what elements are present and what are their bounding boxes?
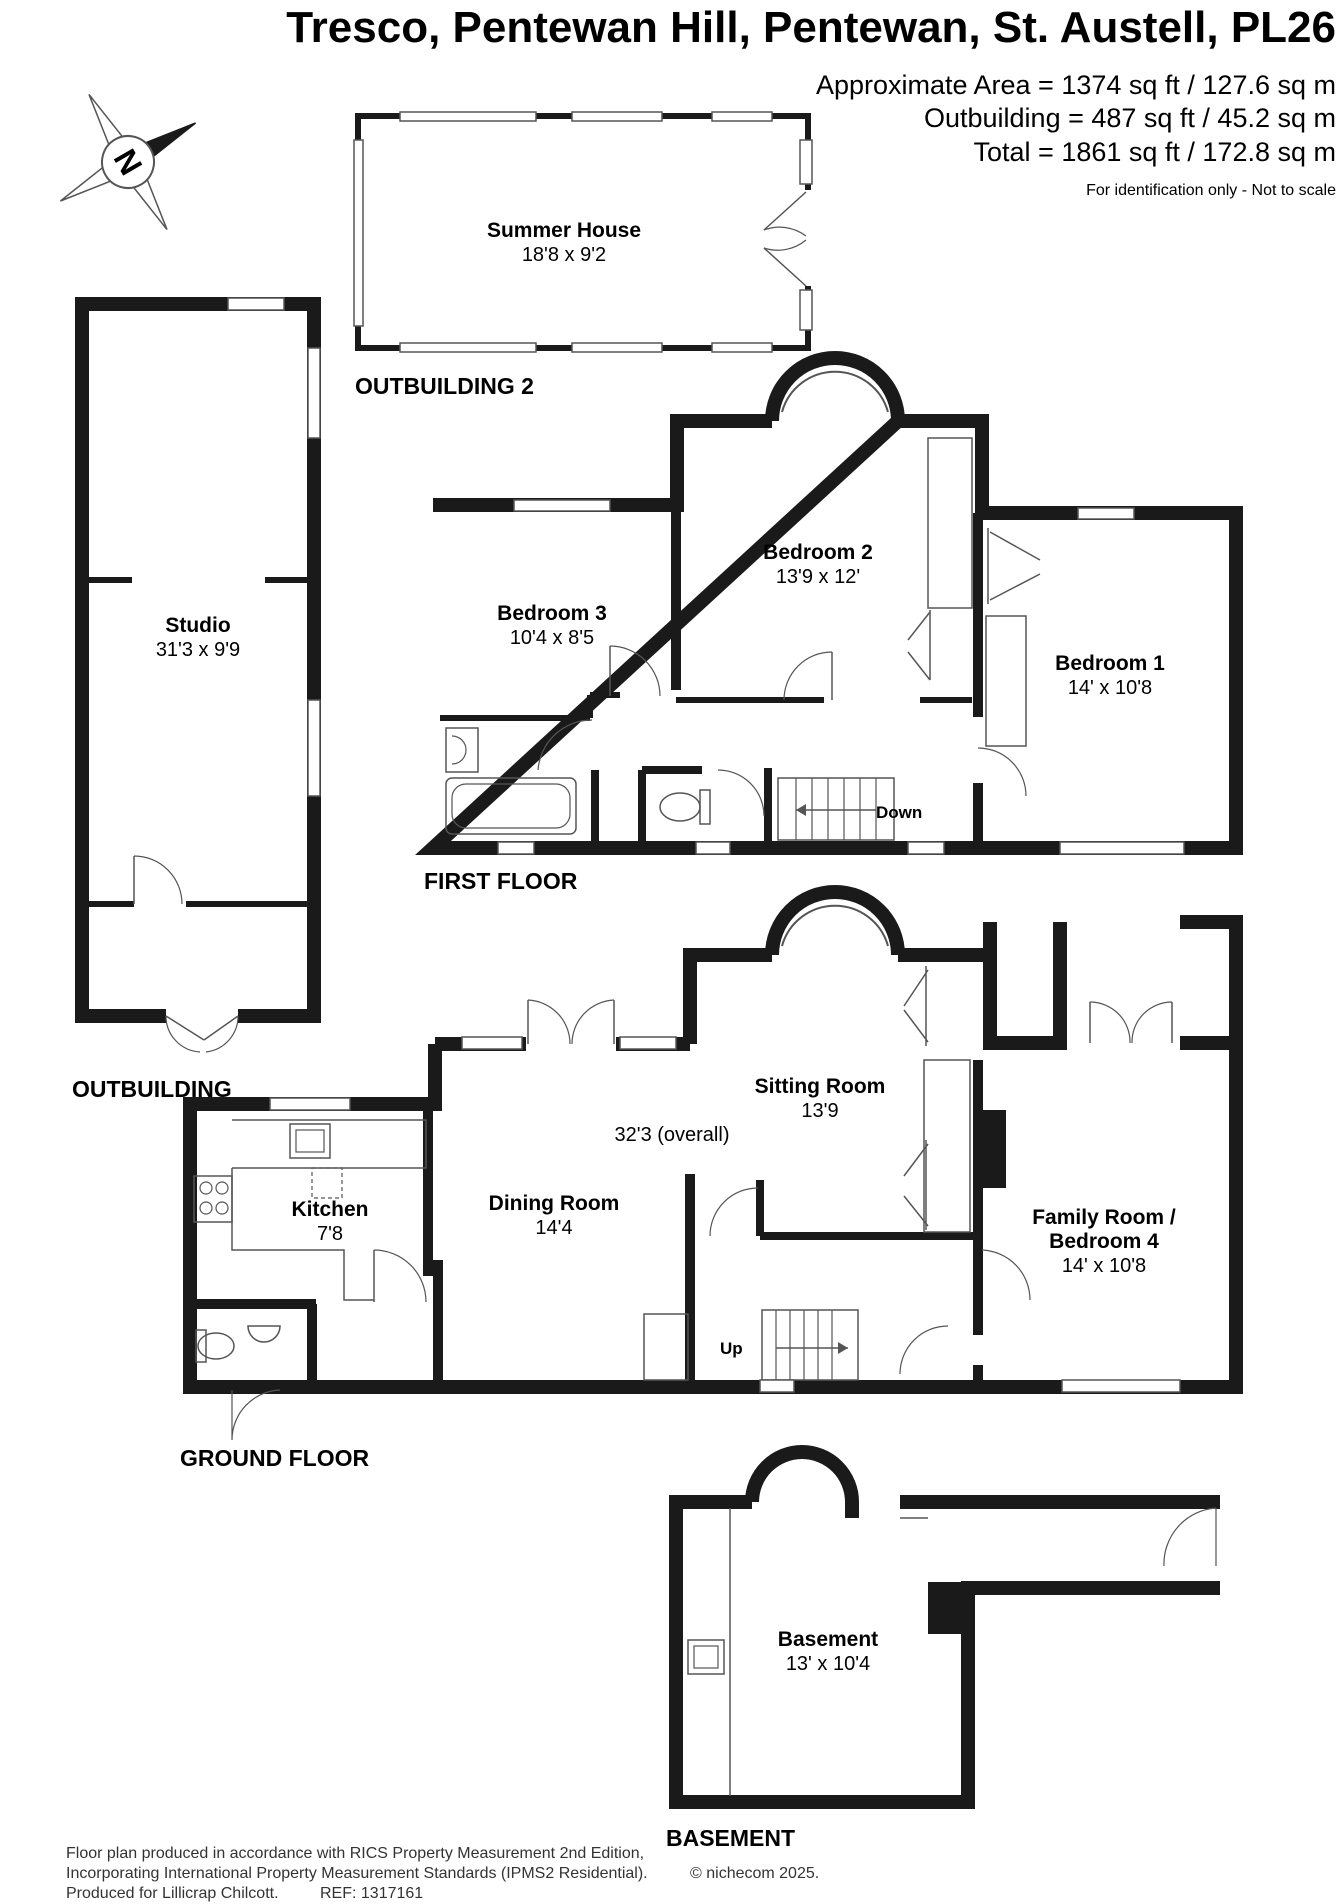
sitting-room-name: Sitting Room [755, 1075, 886, 1098]
studio-plan: Studio 31'3 x 9'9 [75, 297, 321, 1053]
footer-line-1: Floor plan produced in accordance with R… [66, 1845, 644, 1862]
dining-room-dim: 14'4 [535, 1217, 572, 1239]
overall-dimension: 32'3 (overall) [615, 1124, 730, 1146]
compass-rose-icon: N [59, 93, 197, 231]
bedroom-3-dim: 10'4 x 8'5 [510, 627, 594, 649]
ground-floor-label: GROUND FLOOR [180, 1445, 369, 1471]
summer-house-name: Summer House [487, 219, 641, 242]
bedroom-2-dim: 13'9 x 12' [776, 566, 860, 588]
family-room-dim: 14' x 10'8 [1062, 1255, 1146, 1277]
ground-floor-plan: Up Sitting Room 13'9 32'3 (overall) Kitc… [183, 885, 1243, 1441]
basement-label: BASEMENT [666, 1825, 795, 1851]
family-room-name-line1: Family Room / [1032, 1206, 1176, 1229]
total-area: Total = 1861 sq ft / 172.8 sq m [974, 137, 1336, 167]
footer-copyright: © nichecom 2025. [690, 1865, 819, 1882]
footer-line-2: Incorporating International Property Mea… [66, 1865, 648, 1882]
outbuilding-2-label: OUTBUILDING 2 [355, 373, 534, 399]
first-floor-label: FIRST FLOOR [424, 868, 578, 894]
dining-room-name: Dining Room [489, 1192, 620, 1215]
outbuilding-area: Outbuilding = 487 sq ft / 45.2 sq m [924, 103, 1336, 133]
stairs-up-label: Up [720, 1339, 743, 1358]
bedroom-3-name: Bedroom 3 [497, 602, 607, 625]
sitting-room-dim: 13'9 [801, 1100, 838, 1122]
studio-dim: 31'3 x 9'9 [156, 639, 240, 661]
summer-house-dim: 18'8 x 9'2 [522, 244, 606, 266]
property-title: Tresco, Pentewan Hill, Pentewan, St. Aus… [286, 3, 1336, 52]
bedroom-2-name: Bedroom 2 [763, 541, 873, 564]
studio-name: Studio [165, 614, 230, 637]
kitchen-name: Kitchen [291, 1198, 368, 1221]
kitchen-dim: 7'8 [317, 1223, 343, 1245]
bedroom-1-name: Bedroom 1 [1055, 652, 1165, 675]
scale-disclaimer: For identification only - Not to scale [1086, 182, 1336, 199]
basement-name: Basement [778, 1628, 878, 1651]
stairs-down-label: Down [876, 803, 922, 822]
approximate-area: Approximate Area = 1374 sq ft / 127.6 sq… [816, 70, 1336, 100]
footer-line-3: Produced for Lillicrap Chilcott. [66, 1885, 279, 1902]
family-room-name-line2: Bedroom 4 [1049, 1230, 1159, 1253]
first-floor-plan: Down Bedroom 3 10'4 x 8'5 Bedroom 2 13'9… [415, 351, 1243, 855]
basement-plan: Basement 13' x 10'4 [669, 1445, 1220, 1809]
basement-dim: 13' x 10'4 [786, 1653, 870, 1675]
bedroom-1-dim: 14' x 10'8 [1068, 677, 1152, 699]
footer-ref: REF: 1317161 [320, 1885, 423, 1902]
summer-house-plan: Summer House 18'8 x 9'2 [353, 111, 813, 353]
